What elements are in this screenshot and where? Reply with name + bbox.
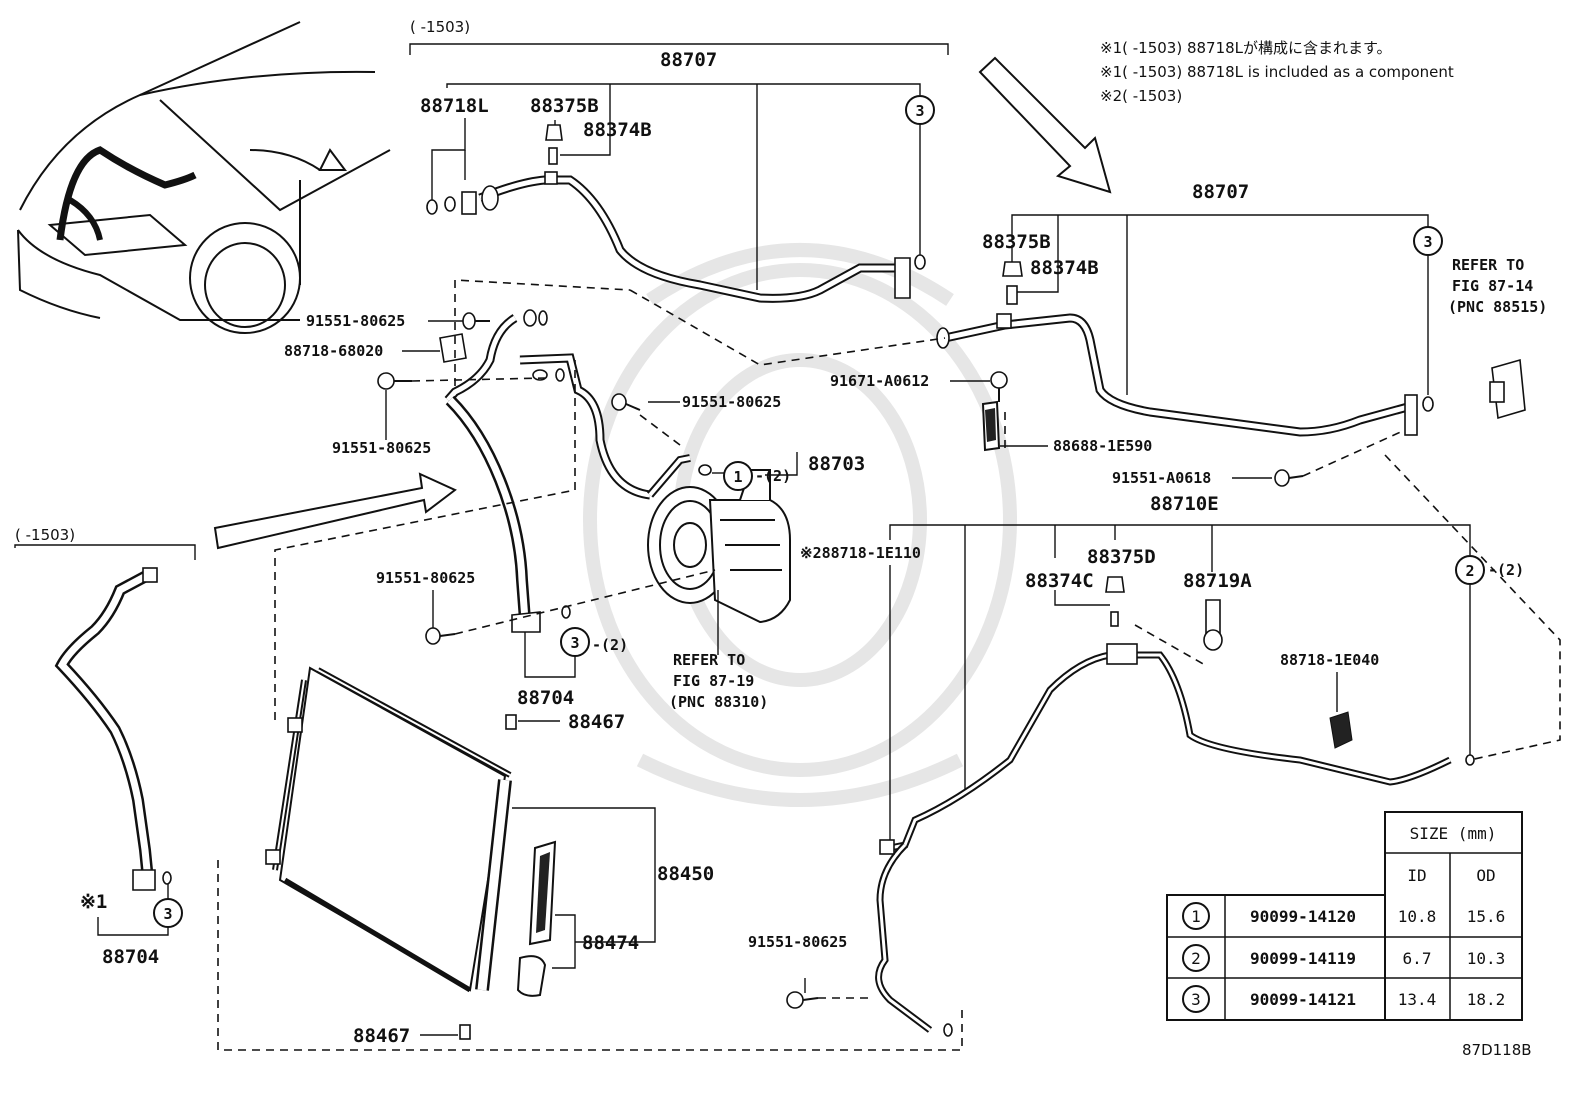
size-table: SIZE (mm) ID OD 1 90099-14120 10.8 15.6 … [1165, 810, 1523, 1021]
group-88707-early [409, 43, 949, 303]
table-row: 1 90099-14120 10.8 15.6 [1182, 902, 1506, 930]
label-88474: 88474 [582, 932, 639, 954]
label-88374C: 88374C [1025, 570, 1094, 592]
label-91551-A0618: 91551-A0618 [1112, 469, 1211, 487]
ref-fig87-19-line3: (PNC 88310) [669, 693, 768, 711]
bolt-icon [462, 312, 490, 330]
dashed-guides [217, 279, 1561, 1051]
label-88710E: 88710E [1150, 493, 1219, 515]
group-88707-late [936, 214, 1526, 437]
ref-fig87-14-line2: FIG 87-14 [1452, 277, 1533, 295]
part-labels: ( -1503) ( -1503) ※1( -1503) 88718Lが構成に含… [15, 18, 1547, 1059]
compressor-body [647, 469, 791, 624]
label-88719A: 88719A [1183, 570, 1252, 592]
svg-text:3: 3 [915, 102, 924, 120]
watermark-emblem [583, 243, 1017, 807]
circle3-suffix: -(2) [592, 636, 628, 654]
circle-3-icon: 3 [1413, 226, 1443, 256]
label-91551-80625-3: 91551-80625 [682, 393, 781, 411]
table-row: 2 90099-14119 6.7 10.3 [1182, 944, 1506, 972]
table-cell-part: 90099-14121 [1250, 990, 1356, 1009]
bolt-icon [377, 372, 412, 390]
bolt-icon [611, 393, 641, 411]
table-cell-od: 10.3 [1467, 949, 1506, 968]
ref-fig87-14-line3: (PNC 88515) [1448, 298, 1547, 316]
ref-fig87-19-line1: REFER TO [673, 651, 745, 669]
label-88718-1E040: 88718-1E040 [1280, 651, 1379, 669]
note-line-1: ※1( -1503) 88718Lが構成に含まれます。 [1100, 39, 1392, 57]
range-top: ( -1503) [410, 18, 470, 36]
label-91551-80625-2: 91551-80625 [332, 439, 431, 457]
label-88707-top: 88707 [660, 49, 717, 71]
direction-arrows [213, 56, 1112, 550]
circle-3-icon: 3 [560, 627, 590, 657]
label-88703: 88703 [808, 453, 865, 475]
table-cell-od: 18.2 [1467, 990, 1506, 1009]
label-88374B-top: 88374B [583, 119, 652, 141]
label-88707-right: 88707 [1192, 181, 1249, 203]
bolt-icon [425, 627, 456, 645]
table-row: 3 90099-14121 13.4 18.2 [1182, 985, 1506, 1013]
bolts [377, 312, 1304, 1009]
svg-text:3: 3 [1423, 233, 1432, 251]
note-line-3: ※2( -1503) [1100, 87, 1182, 105]
label-88374B-right: 88374B [1030, 257, 1099, 279]
circle-3-icon: 3 [1191, 990, 1201, 1009]
leader-lines [385, 320, 1338, 1036]
label-88467-top: 88467 [568, 711, 625, 733]
bolt-icon [1274, 469, 1304, 487]
label-88688-1E590: 88688-1E590 [1053, 437, 1152, 455]
label-91551-80625-4: 91551-80625 [376, 569, 475, 587]
label-88718L: 88718L [420, 95, 489, 117]
label-88450: 88450 [657, 863, 714, 885]
diagram-code: 87D118B [1462, 1041, 1532, 1059]
range-left: ( -1503) [15, 526, 75, 544]
circle2-suffix: -(2) [1488, 561, 1524, 579]
label-88375B-right: 88375B [982, 231, 1051, 253]
svg-text:3: 3 [163, 905, 172, 923]
compressor-group [439, 309, 791, 633]
vehicle-illustration [17, 21, 391, 334]
label-288718-1E110: ※288718-1E110 [800, 544, 921, 562]
label-88704-left: 88704 [102, 946, 159, 968]
circle-2-icon: 2 [1191, 949, 1201, 968]
mark1-left: ※1 [80, 891, 107, 913]
label-91551-80625-1: 91551-80625 [306, 312, 405, 330]
circle-1-icon: 1 [1191, 907, 1201, 926]
circle-3-icon: 3 [905, 95, 935, 125]
table-cell-part: 90099-14119 [1250, 949, 1356, 968]
label-88704-mid: 88704 [517, 687, 574, 709]
circle-2-icon: 2 [1455, 555, 1485, 585]
note-line-2: ※1( -1503) 88718L is included as a compo… [1100, 63, 1454, 81]
ref-fig87-19-line2: FIG 87-19 [673, 672, 754, 690]
label-91551-80625-5: 91551-80625 [748, 933, 847, 951]
table-cell-id: 13.4 [1398, 990, 1437, 1009]
condenser-88450 [265, 666, 656, 1040]
bolt-icon [990, 371, 1008, 402]
circle-refs: 3 3 1 3 2 3 [153, 95, 1485, 928]
group-88710E [875, 524, 1475, 1037]
table-cell-id: 10.8 [1398, 907, 1437, 926]
label-88718-68020: 88718-68020 [284, 342, 383, 360]
table-cell-part: 90099-14120 [1250, 907, 1356, 926]
size-table-header: SIZE (mm) [1410, 824, 1497, 843]
table-cell-id: 6.7 [1403, 949, 1432, 968]
circle-3-icon: 3 [153, 898, 183, 928]
svg-text:3: 3 [570, 634, 579, 652]
table-cell-od: 15.6 [1467, 907, 1506, 926]
hose-88704-left [14, 544, 196, 936]
size-table-col-id: ID [1407, 866, 1426, 885]
size-table-col-od: OD [1476, 866, 1495, 885]
label-88375B-top: 88375B [530, 95, 599, 117]
bolt-icon [786, 991, 819, 1009]
ref-fig87-14-line1: REFER TO [1452, 256, 1524, 274]
circle-1-icon: 1 [723, 461, 753, 491]
svg-text:2: 2 [1465, 562, 1474, 580]
circle1-suffix: -(2) [755, 467, 791, 485]
svg-text:1: 1 [733, 468, 742, 486]
label-88375D: 88375D [1087, 546, 1156, 568]
label-88467-bot: 88467 [353, 1025, 410, 1047]
label-91671-A0612: 91671-A0612 [830, 372, 929, 390]
